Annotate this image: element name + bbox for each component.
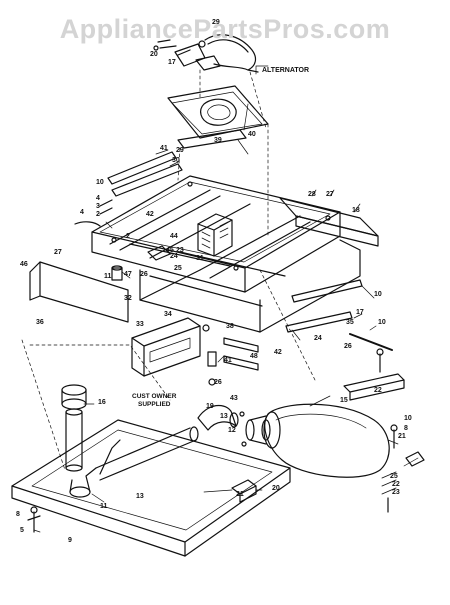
callout-number: 21 (398, 433, 406, 440)
callout-number: 11 (100, 503, 108, 510)
callout-number: 4 (96, 195, 100, 202)
left-strips (107, 151, 183, 197)
muffler-bracket (343, 373, 405, 401)
callout-number: 33 (136, 321, 144, 328)
callout-number: 44 (170, 233, 178, 240)
callout-number: 39 (214, 137, 222, 144)
small-components (74, 221, 171, 281)
callout-number: 10 (404, 415, 412, 422)
callout-number: 8 (16, 511, 20, 518)
callout-number: 24 (170, 253, 178, 260)
callout-number: 2 (126, 233, 130, 240)
callout-number: 21 (236, 491, 244, 498)
callout-number: 5 (20, 527, 24, 534)
callout-number: 32 (124, 295, 132, 302)
callout-number: 26 (214, 379, 222, 386)
gasket (177, 129, 247, 149)
callout-number: 19 (206, 403, 214, 410)
callout-number: 29 (176, 147, 184, 154)
transformer (197, 213, 233, 257)
callout-number: 25 (390, 473, 398, 480)
callout-number: 8 (404, 425, 408, 432)
callout-number: 20 (150, 51, 158, 58)
callout-number: 2 (96, 211, 100, 218)
callout-number: 38 (226, 323, 234, 330)
base-tray (11, 419, 291, 557)
callout-number: 29 (212, 19, 220, 26)
callout-number: 3 (96, 203, 100, 210)
hardware-left (27, 199, 113, 533)
callout-number: 30 (172, 157, 180, 164)
callout-number: 4 (80, 209, 84, 216)
callout-number: 11 (104, 273, 112, 280)
callout-number: 46 (20, 261, 28, 268)
callout-number: 9 (68, 537, 72, 544)
callout-number: 45 (166, 247, 174, 254)
callout-number: 15 (340, 397, 348, 404)
callout-number: 17 (168, 59, 176, 66)
callout-number: 26 (140, 271, 148, 278)
alternator-assembly (153, 34, 259, 73)
callout-number: 41 (160, 145, 168, 152)
callout-number: 47 (124, 271, 132, 278)
callout-number: 34 (164, 311, 172, 318)
callout-number: 42 (146, 211, 154, 218)
callout-number: 12 (228, 427, 236, 434)
exhaust-pipes (61, 384, 239, 498)
callout-number: 23 (176, 247, 184, 254)
callout-number: 48 (250, 353, 258, 360)
callout-number: 24 (314, 335, 322, 342)
hardware-right (376, 348, 425, 513)
callout-number: 43 (230, 395, 238, 402)
spacer-parts (202, 324, 259, 386)
callout-number: 31 (196, 255, 204, 262)
muffler (239, 403, 390, 478)
callout-number: 26 (344, 343, 352, 350)
callout-number: 42 (274, 349, 282, 356)
callout-number: 22 (374, 387, 382, 394)
callout-leaders (33, 65, 419, 533)
callout-number: 40 (248, 131, 256, 138)
callout-number: 18 (352, 207, 360, 214)
leader-lines (21, 69, 316, 471)
cust-owner-supplied-label: CUST OWNER SUPPLIED (132, 393, 178, 408)
callout-number: 28 (308, 191, 316, 198)
left-side-panel (29, 261, 129, 323)
callout-number: 22 (392, 481, 400, 488)
right-side-panel (279, 197, 379, 247)
callout-number: 23 (392, 489, 400, 496)
callout-number: 10 (96, 179, 104, 186)
main-frame (91, 175, 361, 333)
callout-number: 13 (220, 413, 228, 420)
callout-number: 16 (98, 399, 106, 406)
callout-number: 25 (174, 265, 182, 272)
callout-number: 17 (356, 309, 364, 316)
callout-number: 10 (378, 319, 386, 326)
alternator-label: ALTERNATOR (262, 67, 309, 74)
callout-number: 27 (326, 191, 334, 198)
callout-number: 10 (374, 291, 382, 298)
callout-number: 35 (346, 319, 354, 326)
control-box (131, 317, 201, 377)
callout-number: 27 (54, 249, 62, 256)
callout-number: 13 (136, 493, 144, 500)
callout-number: 20 (272, 485, 280, 492)
callout-number: 41 (224, 357, 232, 364)
callout-number: 36 (36, 319, 44, 326)
